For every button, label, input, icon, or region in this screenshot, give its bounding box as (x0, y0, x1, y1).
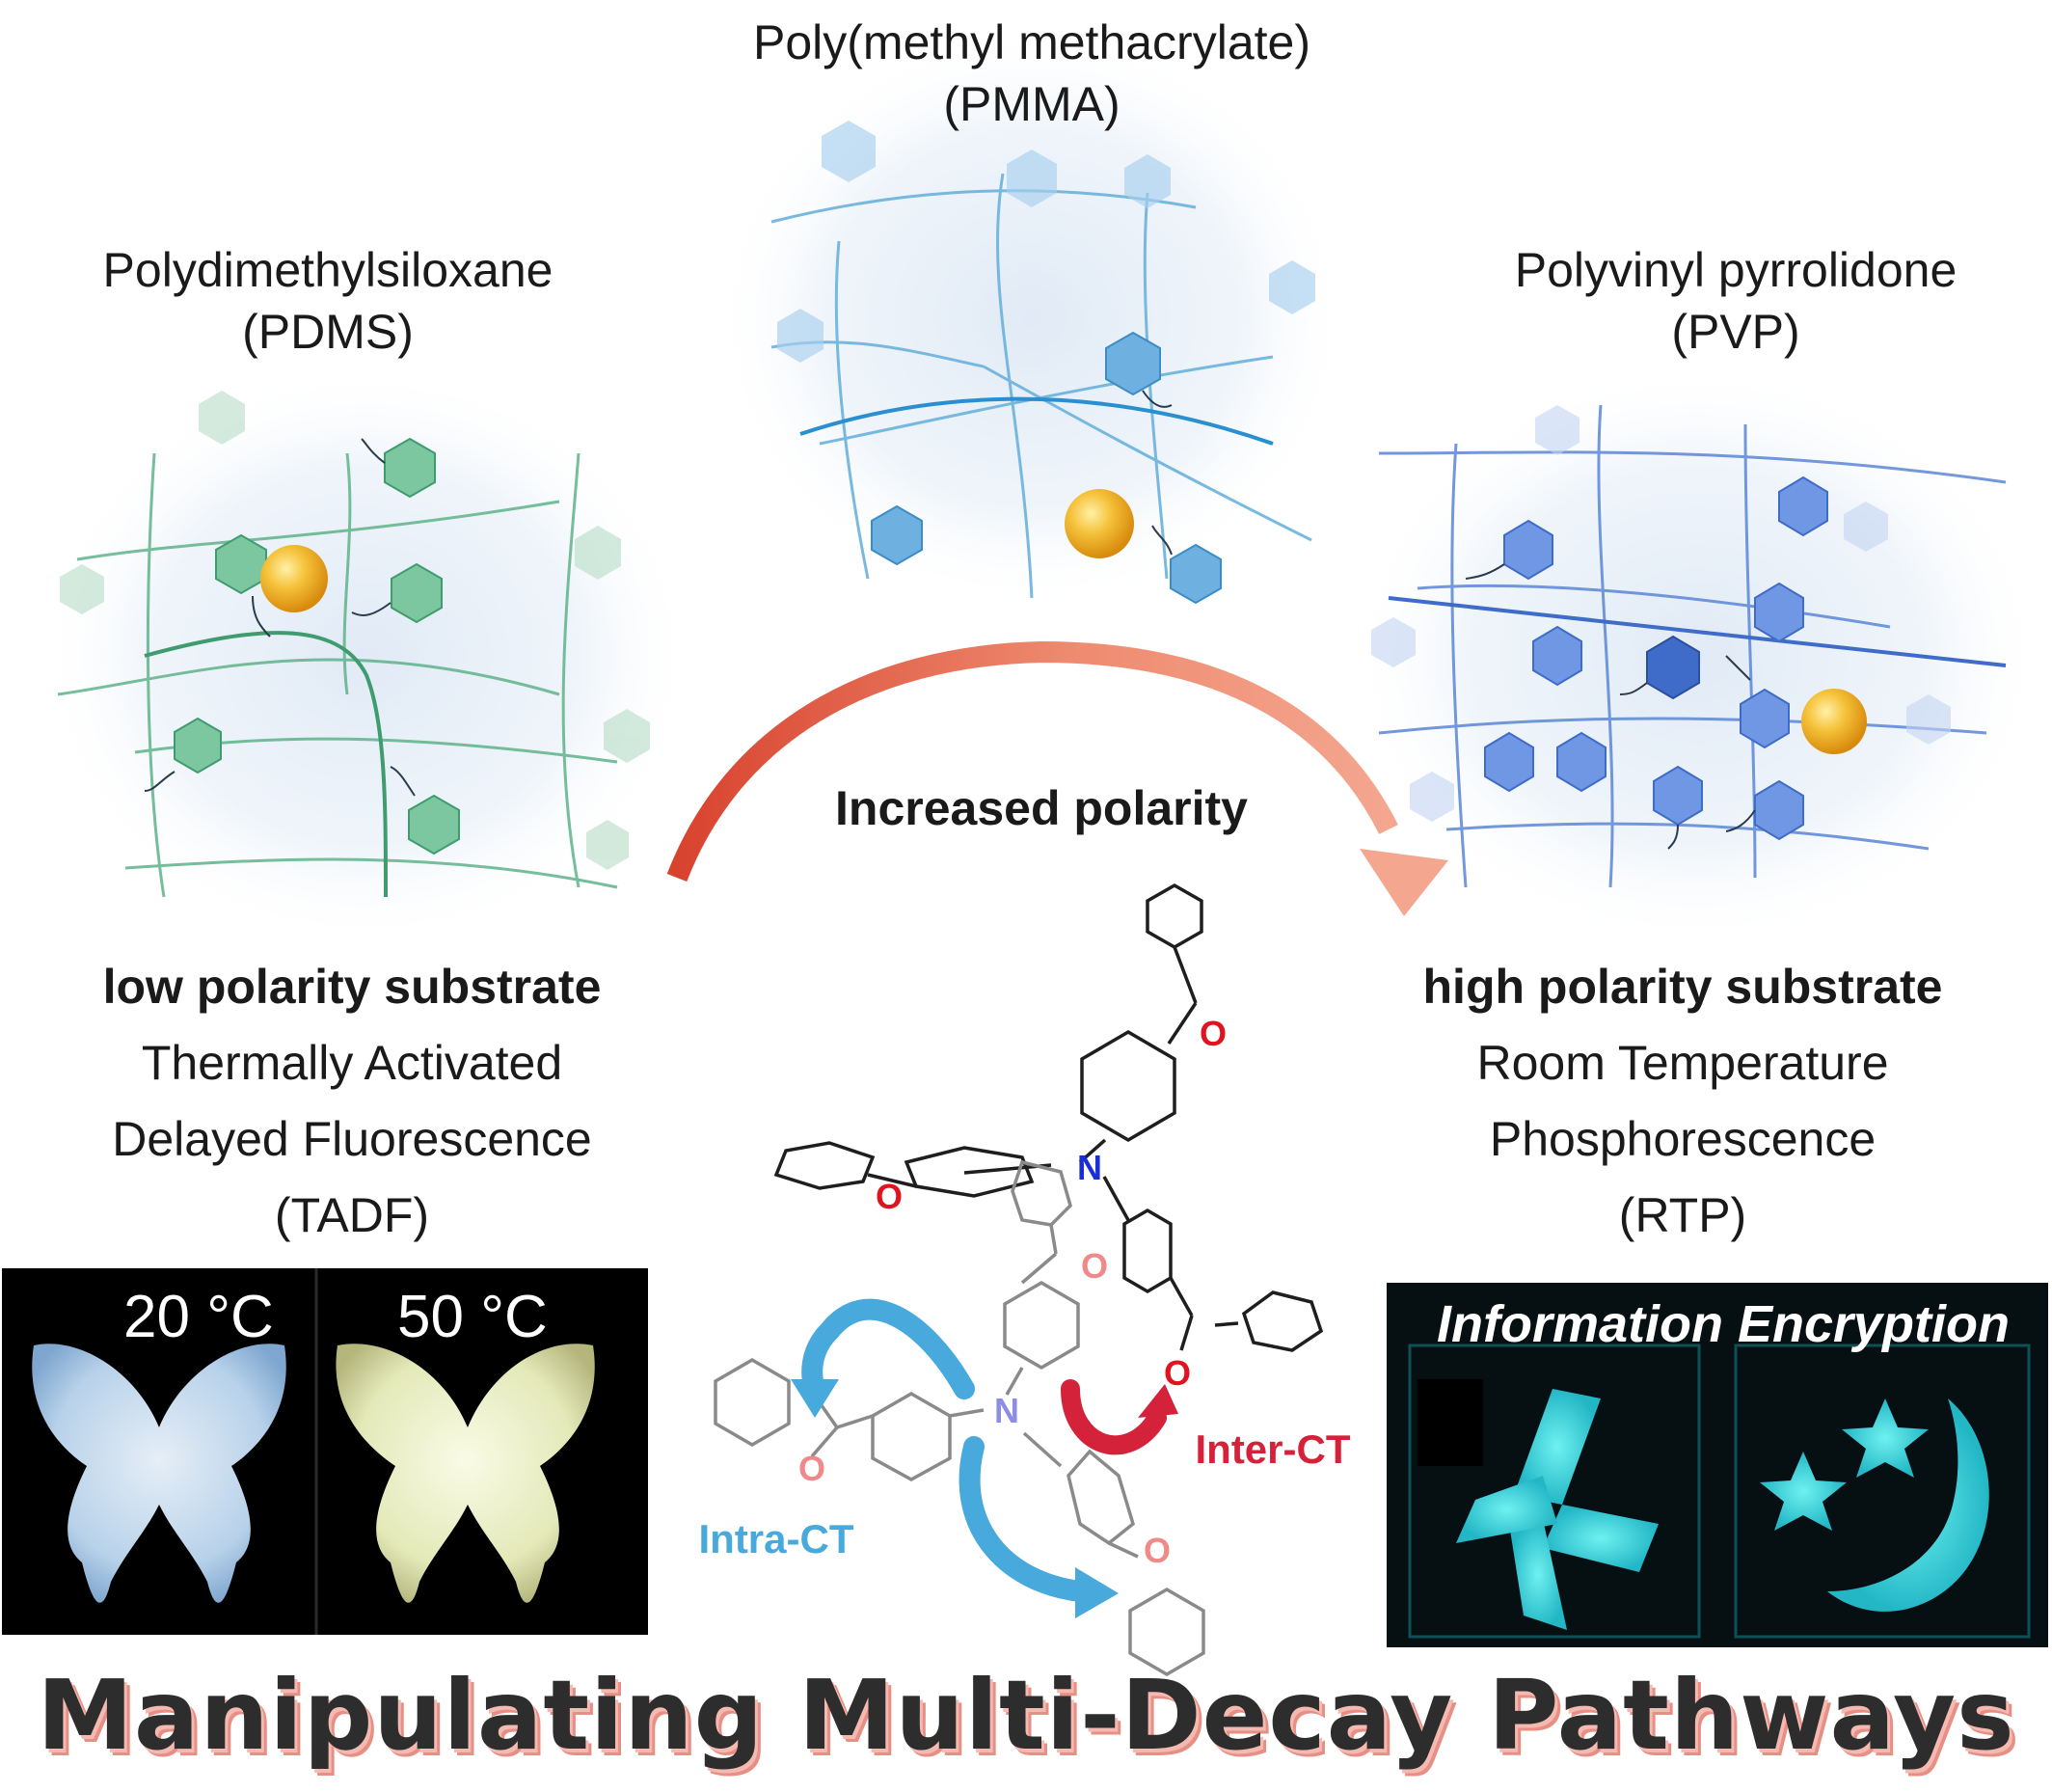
oxygen-atom-2: O (876, 1177, 903, 1216)
pdms-label: Polydimethylsiloxane (PDMS) (19, 239, 636, 363)
encryption-photo (1387, 1283, 2048, 1647)
pdms-network (39, 367, 694, 945)
high-polarity-block: high polarity substrate Room Temperature… (1350, 949, 2015, 1254)
butterfly-20c (32, 1344, 286, 1603)
encryption-caption: Information Encryption (1437, 1295, 2010, 1353)
pdms-name: Polydimethylsiloxane (102, 243, 554, 297)
pmma-network (714, 29, 1350, 608)
low-polarity-block: low polarity substrate Thermally Activat… (19, 949, 685, 1254)
temp-20c-label: 20 °C (123, 1284, 274, 1350)
pmma-label: Poly(methyl methacrylate) (PMMA) (636, 12, 1427, 135)
pvp-abbr: (PVP) (1671, 305, 1800, 359)
pvp-network (1350, 367, 2044, 945)
pmma-abbr: (PMMA) (943, 77, 1120, 131)
pvp-name: Polyvinyl pyrrolidone (1514, 243, 1958, 297)
pvp-label: Polyvinyl pyrrolidone (PVP) (1427, 239, 2044, 363)
pdms-abbr: (PDMS) (242, 305, 414, 359)
inter-ct-label: Inter-CT (1196, 1426, 1351, 1472)
intra-ct-arrow-1 (801, 1298, 975, 1399)
pvp-emitter-sphere (1801, 689, 1867, 754)
oxygen-atom-1: O (1200, 1014, 1227, 1053)
high-polarity-heading: high polarity substrate (1422, 960, 1943, 1014)
temp-50c-label: 50 °C (397, 1284, 548, 1350)
molecule-structure: N N O O O O O O Intra-CT Inter-CT (699, 882, 1351, 1677)
high-polarity-line-2: Phosphorescence (1489, 1112, 1876, 1166)
polarity-label: Increased polarity (835, 781, 1248, 835)
oxygen-atom-3: O (1164, 1353, 1191, 1393)
intra-ct-label: Intra-CT (699, 1516, 854, 1561)
pmma-emitter-sphere (1065, 489, 1134, 558)
nitrogen-atom-bottom: N (994, 1391, 1019, 1430)
oxygen-atom-4: O (1081, 1246, 1108, 1286)
pinwheel-pattern (1456, 1389, 1659, 1630)
pdms-emitter-sphere (260, 545, 328, 612)
star-moon-pattern (1760, 1398, 1989, 1612)
high-polarity-line-1: Room Temperature (1476, 1036, 1889, 1090)
butterfly-photo (2, 1268, 648, 1635)
oxygen-atom-5: O (798, 1449, 825, 1488)
low-polarity-line-2: Delayed Fluorescence (112, 1112, 592, 1166)
low-polarity-line-1: Thermally Activated (141, 1036, 563, 1090)
intra-ct-arrow-2 (958, 1436, 1091, 1602)
low-polarity-heading: low polarity substrate (102, 960, 602, 1014)
main-title: Manipulating Multi-Decay Pathways (37, 1659, 2015, 1772)
polarity-arrow (666, 640, 1448, 916)
nitrogen-atom-top: N (1077, 1148, 1102, 1187)
pmma-name: Poly(methyl methacrylate) (753, 15, 1310, 69)
butterfly-50c (336, 1344, 595, 1603)
low-polarity-line-3: (TADF) (274, 1188, 430, 1242)
inter-ct-arrow (1061, 1379, 1167, 1455)
high-polarity-line-3: (RTP) (1618, 1188, 1747, 1242)
oxygen-atom-6: O (1144, 1531, 1171, 1570)
